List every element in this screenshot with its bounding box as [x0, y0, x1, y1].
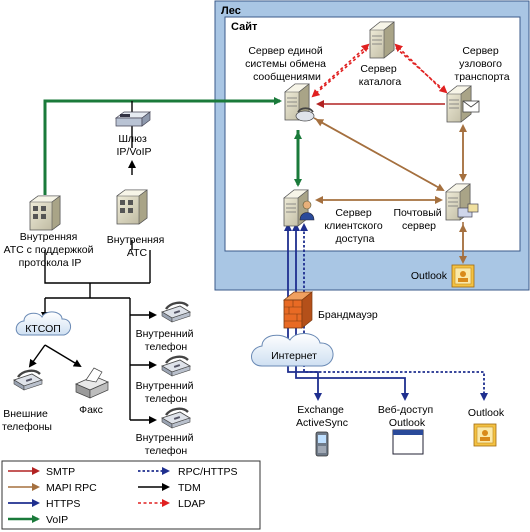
owa-client: Веб-доступ Outlook	[378, 404, 436, 455]
gateway-device-icon	[114, 111, 152, 127]
fax-label: Факс	[79, 404, 103, 416]
outlook-forest-client: Outlook	[411, 264, 475, 288]
legend-item-voip: VoIP	[8, 514, 68, 526]
svg-text:SMTP: SMTP	[46, 466, 75, 478]
voip-links	[43, 97, 302, 195]
internal-phone-1-label: Внутренний телефон	[136, 328, 197, 353]
gateway-label: Шлюз IP/VoIP	[116, 133, 151, 158]
client-access-label: Сервер клиентского доступа	[324, 207, 385, 245]
owa-label: Веб-доступ Outlook	[378, 404, 436, 429]
svg-text:VoIP: VoIP	[46, 514, 68, 526]
mobile-device-icon	[315, 431, 329, 457]
svg-text:TDM: TDM	[178, 482, 201, 494]
svg-text:LDAP: LDAP	[178, 498, 205, 510]
forest-label: Лес	[221, 5, 241, 17]
outlook-external-label: Outlook	[468, 407, 505, 419]
site-label: Сайт	[231, 21, 258, 33]
mailbox-server: Почтовый сервер	[393, 183, 479, 232]
fax-machine: Факс	[75, 367, 109, 416]
catalog-label: Сервер каталога	[359, 63, 402, 88]
external-phones: Внешние телефоны	[2, 369, 52, 433]
ip-pbx: Внутренняя АТС с поддержкой протокола IP	[4, 195, 97, 269]
outlook-external-client: Outlook	[468, 407, 505, 447]
mailbox-label: Почтовый сервер	[393, 207, 444, 232]
envelope-icon	[462, 100, 480, 113]
firewall-icon	[283, 291, 313, 329]
legend-item-https: HTTPS	[8, 498, 80, 510]
ip-pbx-label: Внутренняя АТС с поддержкой протокола IP	[4, 231, 97, 269]
hub-transport-server: Сервер узлового транспорта	[446, 45, 510, 123]
internet-label: Интернет	[271, 350, 317, 362]
internal-phone-3-label: Внутренний телефон	[136, 432, 197, 457]
hub-transport-label: Сервер узлового транспорта	[454, 45, 509, 83]
legend-item-tdm: TDM	[138, 482, 201, 494]
pstn-label: КТСОП	[25, 323, 61, 335]
internal-phone-3: Внутренний телефон	[136, 407, 197, 457]
svg-text:RPC/HTTPS: RPC/HTTPS	[178, 466, 238, 478]
legend-item-ldap: LDAP	[138, 498, 205, 510]
browser-window-icon	[392, 429, 424, 455]
um-phone-icon	[295, 107, 315, 122]
external-phones-label: Внешние телефоны	[2, 408, 52, 433]
legend-item-smtp: SMTP	[8, 466, 75, 478]
ip-voip-gateway: Шлюз IP/VoIP	[114, 111, 152, 158]
unified-messaging-server: Сервер единой системы обмена сообщениями	[245, 45, 329, 122]
firewall-label: Брандмауэр	[318, 309, 378, 321]
mailbox-db-icon	[457, 203, 479, 218]
internal-phone-1: Внутренний телефон	[136, 301, 197, 353]
pstn-cloud: КТСОП	[15, 311, 71, 336]
ldap-links	[311, 43, 448, 98]
legend-item-rpc-https: RPC/HTTPS	[138, 466, 238, 478]
client-access-server: Сервер клиентского доступа	[283, 189, 385, 245]
internal-phone-2: Внутренний телефон	[136, 355, 197, 405]
unified-messaging-label: Сервер единой системы обмена сообщениями	[245, 45, 329, 83]
svg-text:HTTPS: HTTPS	[46, 498, 80, 510]
pbx: Внутренняя АТС	[107, 189, 167, 259]
catalog-server: Сервер каталога	[359, 21, 402, 88]
fax-icon	[75, 367, 109, 399]
legend: SMTP MAPI RPC HTTPS VoIP RPC/HTTPS TDM L…	[1, 460, 261, 530]
mapi-links	[313, 117, 467, 264]
activesync-label: Exchange ActiveSync	[296, 404, 348, 429]
internal-phone-2-label: Внутренний телефон	[136, 380, 197, 405]
outlook-forest-label: Outlook	[411, 270, 448, 282]
svg-text:MAPI RPC: MAPI RPC	[46, 482, 97, 494]
firewall: Брандмауэр	[283, 291, 378, 329]
legend-item-mapi-rpc: MAPI RPC	[8, 482, 97, 494]
activesync-client: Exchange ActiveSync	[296, 404, 348, 457]
user-icon	[299, 200, 315, 221]
pbx-label: Внутренняя АТС	[107, 234, 167, 259]
internet-cloud: Интернет	[251, 333, 334, 367]
